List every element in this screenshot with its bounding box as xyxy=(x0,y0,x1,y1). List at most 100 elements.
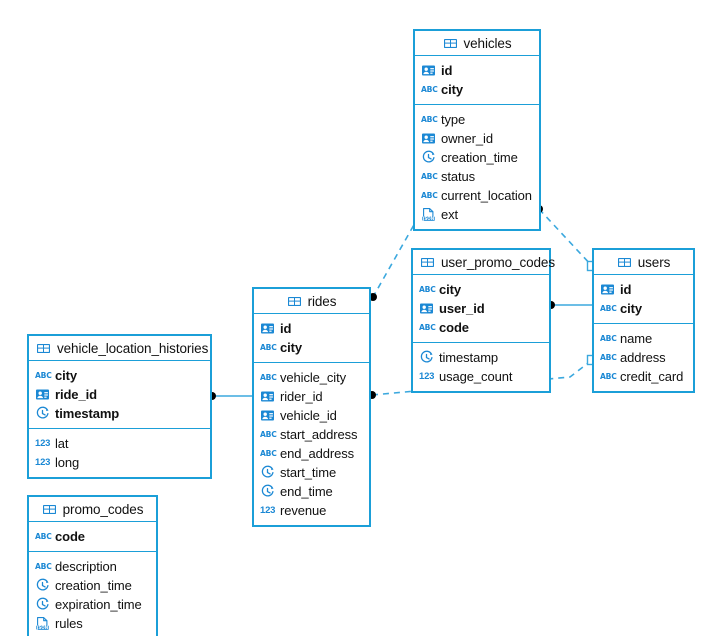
table-title: user_promo_codes xyxy=(441,254,555,270)
id-card-icon xyxy=(421,63,436,78)
abc-icon: ABC xyxy=(600,372,617,381)
column-row[interactable]: timestamp xyxy=(29,404,210,423)
abc-icon: ABC xyxy=(421,191,438,200)
svg-text:JSON: JSON xyxy=(422,216,435,221)
column-row[interactable]: timestamp xyxy=(413,348,549,367)
column-name: city xyxy=(280,340,303,355)
abc-icon: ABC xyxy=(260,449,277,458)
table-icon xyxy=(443,36,458,51)
json-icon: JSON xyxy=(35,616,50,631)
column-name: start_address xyxy=(280,427,358,442)
table-header[interactable]: vehicle_location_histories xyxy=(29,336,210,361)
column-row[interactable]: ride_id xyxy=(29,385,210,404)
id-card-icon xyxy=(421,131,436,146)
table-title: vehicles xyxy=(463,35,512,51)
column-row[interactable]: start_time xyxy=(254,463,369,482)
relationship-vehicle_location_histories-rides[interactable] xyxy=(208,392,252,400)
column-row[interactable]: id xyxy=(594,280,693,299)
clock-icon xyxy=(260,484,275,499)
table-icon xyxy=(420,255,435,270)
column-name: user_id xyxy=(439,301,485,316)
column-name: creation_time xyxy=(55,578,132,593)
table-header[interactable]: rides xyxy=(254,289,369,314)
column-name: end_time xyxy=(280,484,333,499)
column-name: id xyxy=(441,63,453,78)
column-row[interactable]: expiration_time xyxy=(29,595,156,614)
column-name: name xyxy=(620,331,653,346)
column-name: rider_id xyxy=(280,389,323,404)
abc-icon: ABC xyxy=(35,532,52,541)
column-name: code xyxy=(55,529,85,544)
clock-icon xyxy=(35,406,50,421)
table-header[interactable]: promo_codes xyxy=(29,497,156,522)
id-card-icon xyxy=(35,387,50,402)
column-name: usage_count xyxy=(439,369,513,384)
abc-icon: ABC xyxy=(421,172,438,181)
column-name: city xyxy=(55,368,78,383)
column-name: expiration_time xyxy=(55,597,142,612)
table-icon xyxy=(287,294,302,309)
column-row[interactable]: vehicle_id xyxy=(254,406,369,425)
column-row[interactable]: id xyxy=(254,319,369,338)
column-row[interactable]: id xyxy=(415,61,539,80)
abc-icon: ABC xyxy=(419,285,436,294)
column-row[interactable]: end_time xyxy=(254,482,369,501)
column-row[interactable]: creation_time xyxy=(415,148,539,167)
table-title: rides xyxy=(307,293,337,309)
column-name: vehicle_id xyxy=(280,408,337,423)
table-header[interactable]: vehicles xyxy=(415,31,539,56)
column-row[interactable]: owner_id xyxy=(415,129,539,148)
id-card-icon xyxy=(260,408,275,423)
abc-icon: ABC xyxy=(421,115,438,124)
abc-icon: ABC xyxy=(35,371,52,380)
id-card-icon xyxy=(260,389,275,404)
table-header[interactable]: users xyxy=(594,250,693,275)
column-row[interactable]: rider_id xyxy=(254,387,369,406)
column-name: start_time xyxy=(280,465,337,480)
table-header[interactable]: user_promo_codes xyxy=(413,250,555,275)
column-name: creation_time xyxy=(441,150,518,165)
column-name: ride_id xyxy=(55,387,97,402)
relationship-user_promo_codes-users[interactable] xyxy=(547,301,592,309)
table-icon xyxy=(36,341,51,356)
column-row[interactable]: creation_time xyxy=(29,576,156,595)
column-row[interactable]: user_id xyxy=(413,299,549,318)
abc-icon: ABC xyxy=(260,373,277,382)
